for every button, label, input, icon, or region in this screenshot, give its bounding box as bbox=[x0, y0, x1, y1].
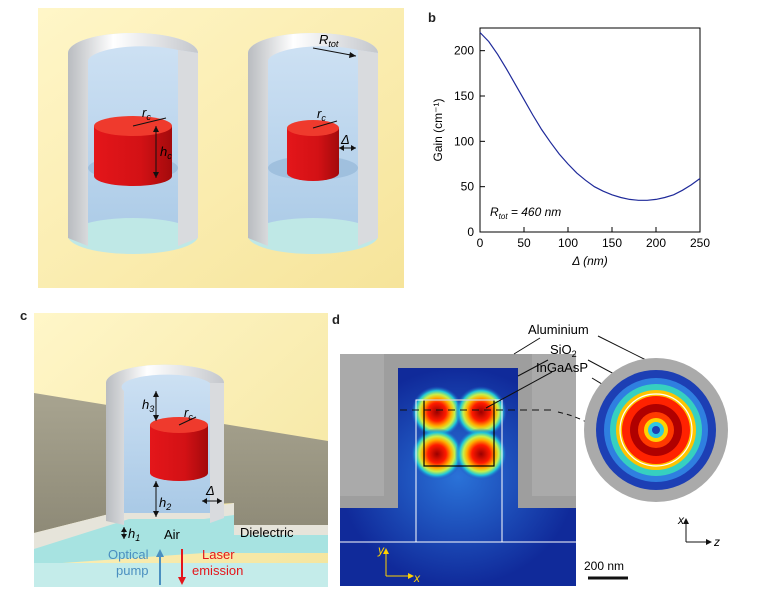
aluminium-label: Aluminium bbox=[528, 322, 589, 337]
gain-series-line bbox=[479, 32, 701, 201]
y-tick-label: 200 bbox=[454, 44, 474, 58]
x-tick-label: 100 bbox=[558, 236, 578, 250]
laser-line2: emission bbox=[192, 563, 243, 578]
y-axis-label: y bbox=[377, 543, 385, 557]
air-label: Air bbox=[164, 527, 181, 542]
x-tick-label: 200 bbox=[646, 236, 666, 250]
sio2-label: SiO2 bbox=[550, 342, 577, 359]
panel-label-d: d bbox=[332, 312, 340, 327]
laser-line1: Laser bbox=[202, 547, 235, 562]
optical-pump-line1: Optical bbox=[108, 547, 149, 562]
plot-frame bbox=[479, 27, 701, 233]
right-rc-label: rc bbox=[317, 106, 326, 123]
optical-pump-line2: pump bbox=[116, 563, 149, 578]
z-axis-label: z bbox=[713, 535, 720, 549]
panel-a-illustration: rc hc Rtot rc Δ bbox=[38, 8, 404, 288]
y-tick-label: 150 bbox=[454, 89, 474, 103]
ingaasp-label: InGaAsP bbox=[536, 360, 588, 375]
x-tick-label: 0 bbox=[477, 236, 484, 250]
c-rc-label: rc bbox=[184, 405, 193, 422]
panel-label-c: c bbox=[20, 308, 28, 323]
h3-label: h3 bbox=[142, 397, 154, 414]
panel-c-illustration: h3 rc h2 h1 Δ Air Dielectric Optical pum… bbox=[34, 313, 328, 587]
y-tick-label: 100 bbox=[454, 134, 474, 148]
x-axis-title: Δ (nm) bbox=[571, 254, 608, 268]
x-tick-label: 150 bbox=[602, 236, 622, 250]
scale-bar-label: 200 nm bbox=[584, 559, 624, 573]
chart-annotation: Rtot = 460 nm bbox=[490, 205, 561, 221]
rtot-label: Rtot bbox=[319, 32, 339, 49]
x-tick-label: 50 bbox=[517, 236, 531, 250]
y-tick-label: 50 bbox=[461, 180, 475, 194]
x-axis-label-2: x bbox=[677, 513, 685, 527]
dielectric-label: Dielectric bbox=[240, 525, 294, 540]
hc-label: hc bbox=[160, 144, 172, 161]
h1-label: h1 bbox=[128, 526, 140, 543]
h2-label: h2 bbox=[159, 495, 171, 512]
right-cylinder bbox=[248, 33, 378, 254]
c-delta-label: Δ bbox=[205, 483, 215, 498]
panel-label-b: b bbox=[428, 10, 436, 25]
left-cylinder bbox=[68, 33, 198, 254]
left-rc-label: rc bbox=[142, 105, 151, 122]
right-delta-label: Δ bbox=[340, 132, 350, 147]
gain-chart: 0 50 100 150 200 250 0 50 100 150 200 Δ (nm) Gain (c… bbox=[431, 27, 710, 268]
x-axis-label: x bbox=[413, 571, 421, 585]
panel-d-field-maps: Aluminium SiO2 InGaAsP y x x z 200 nm bbox=[340, 322, 728, 586]
y-axis-title: Gain (cm⁻¹) bbox=[431, 98, 445, 161]
y-tick-label: 0 bbox=[467, 225, 474, 239]
x-tick-label: 250 bbox=[690, 236, 710, 250]
